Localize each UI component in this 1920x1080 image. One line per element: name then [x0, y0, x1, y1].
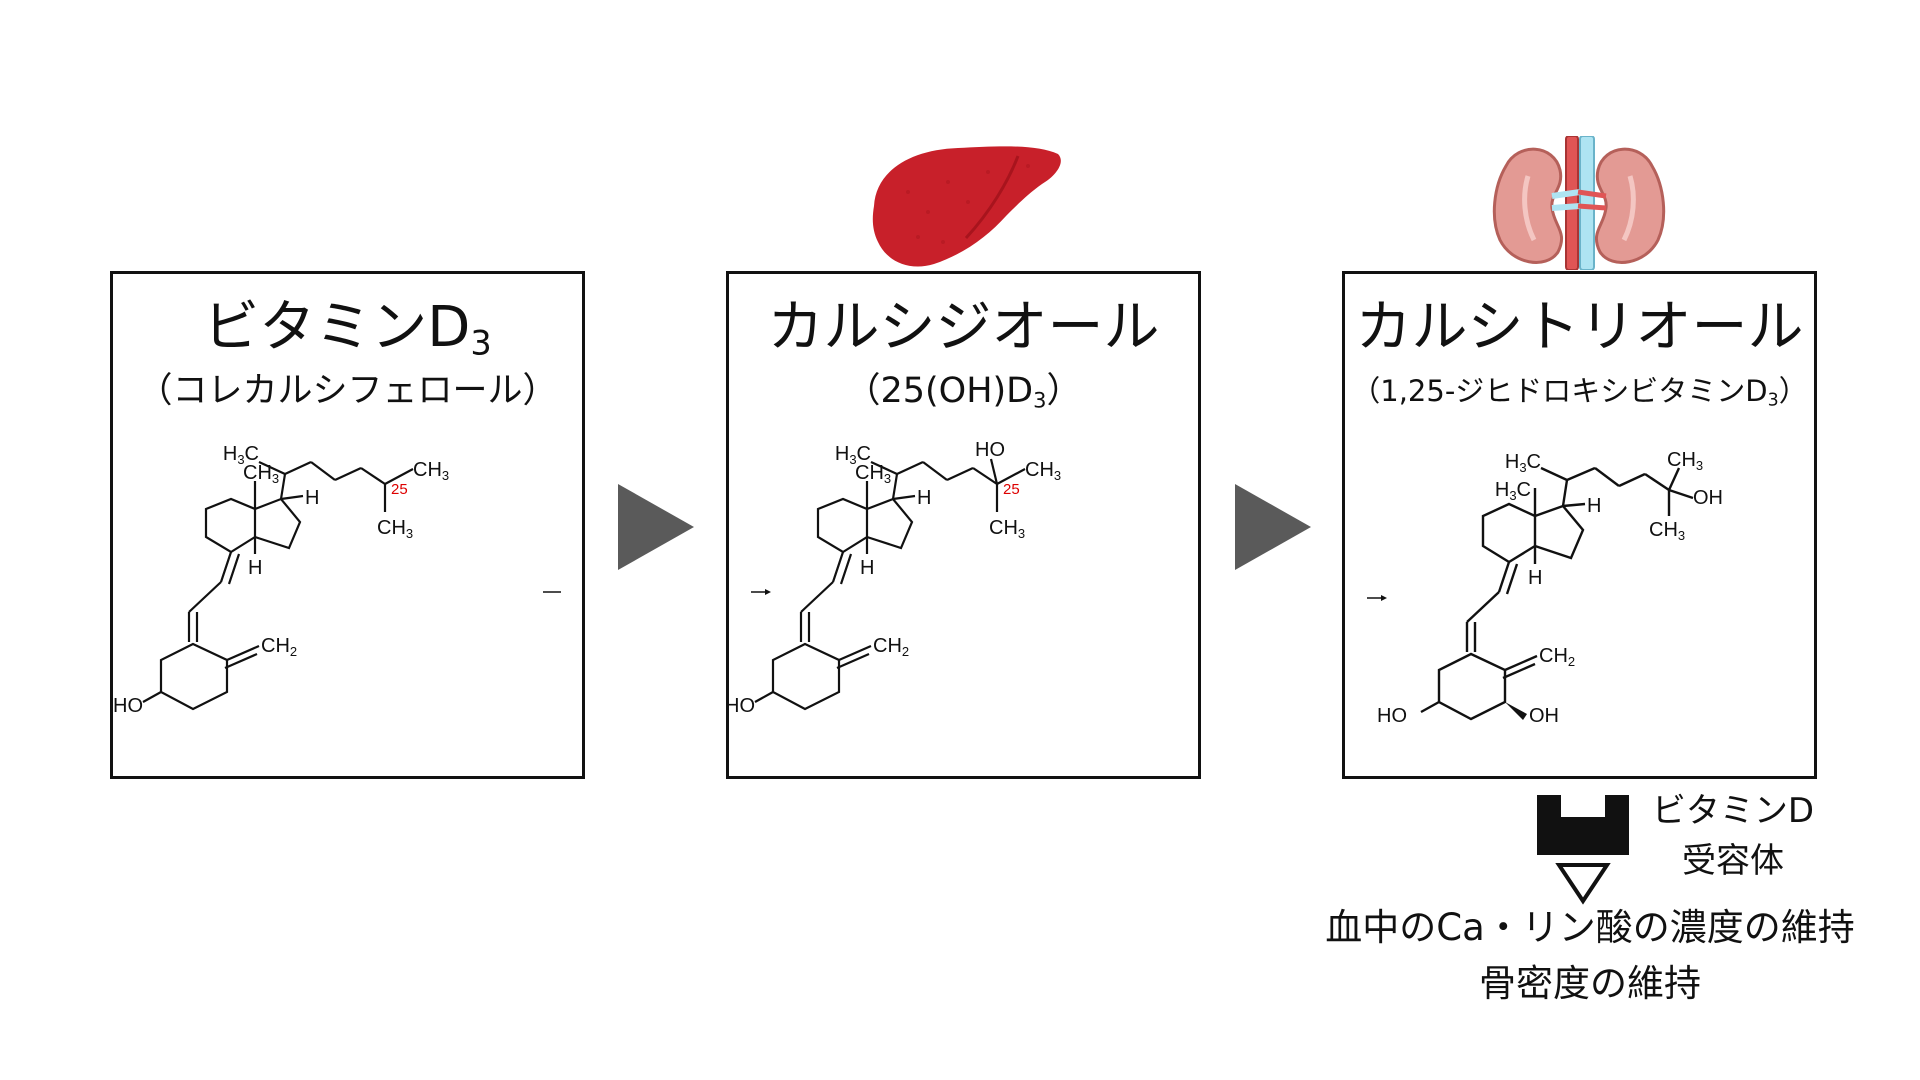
label-ch3-angular: CH3 — [855, 462, 891, 486]
label-position-25: 25 — [1003, 481, 1020, 498]
panel-subtitle: （コレカルシフェロール） — [137, 371, 558, 411]
label-h-upper: H — [917, 487, 931, 509]
label-h-lower: H — [248, 557, 262, 579]
structure-cholecalciferol: H3C CH3 25 CH3 CH3 H H CH2 HO — [113, 443, 561, 717]
label-ho-25: HO — [975, 439, 1005, 461]
label-h3c: H3C — [223, 443, 259, 467]
receptor-label: ビタミンD 受容体 — [1651, 791, 1815, 881]
label-h-lower: H — [1528, 567, 1542, 589]
effects-label: 血中のCa・リン酸の濃度の維持 骨密度の維持 — [1280, 900, 1900, 1012]
panel-subtitle: （25(OH)D3） — [845, 371, 1082, 413]
label-h-upper: H — [305, 487, 319, 509]
label-ch2: CH2 — [1539, 645, 1575, 669]
label-ch2: CH2 — [261, 635, 297, 659]
label-h3c-angular: H3C — [1495, 479, 1531, 503]
label-h-upper: H — [1587, 495, 1601, 517]
panel-title: ビタミンD3 — [203, 295, 492, 363]
kidney-icon — [1492, 136, 1666, 270]
label-ch3-branch: CH3 — [1649, 519, 1685, 543]
label-ho: HO — [729, 695, 755, 717]
label-ch3-terminal: CH3 — [1667, 449, 1703, 473]
arrow-right-icon — [1235, 484, 1311, 570]
label-ch3-angular: CH3 — [243, 462, 279, 486]
liver-icon — [872, 146, 1061, 267]
panel-title: カルシトリオール — [1355, 295, 1804, 360]
receptor-icon — [1537, 795, 1629, 905]
label-position-25: 25 — [391, 481, 408, 498]
label-ho: HO — [113, 695, 143, 717]
label-oh-1: OH — [1529, 705, 1559, 727]
label-h3c-top: H3C — [1505, 451, 1541, 475]
label-h3c: H3C — [835, 443, 871, 467]
structure-calcitriol: H3C H3C CH3 OH CH3 H H CH2 HO OH — [1367, 449, 1723, 727]
effect-line-2: 骨密度の維持 — [1479, 962, 1701, 1005]
panel-title: カルシジオール — [767, 295, 1160, 360]
arrow-right-icon — [618, 484, 694, 570]
label-ch3-terminal: CH3 — [1025, 459, 1061, 483]
label-ch3-terminal: CH3 — [413, 459, 449, 483]
label-ch2: CH2 — [873, 635, 909, 659]
panel-vitamin-d3: ビタミンD3 （コレカルシフェロール） — [110, 271, 585, 779]
label-ch3-branch: CH3 — [377, 517, 413, 541]
label-ho: HO — [1377, 705, 1407, 727]
label-h-lower: H — [860, 557, 874, 579]
effect-line-1: 血中のCa・リン酸の濃度の維持 — [1325, 906, 1855, 949]
panel-calcidiol: カルシジオール （25(OH)D3） H — [726, 271, 1201, 779]
label-ch3-branch: CH3 — [989, 517, 1025, 541]
panel-subtitle: （1,25-ジヒドロキシビタミンD3） — [1351, 374, 1808, 411]
label-oh-25: OH — [1693, 487, 1723, 509]
structure-calcidiol: H3C HO CH3 25 CH3 CH3 H H CH2 HO — [729, 439, 1061, 717]
panel-calcitriol: カルシトリオール （1,25-ジヒドロキシビタミンD3） — [1342, 271, 1817, 779]
